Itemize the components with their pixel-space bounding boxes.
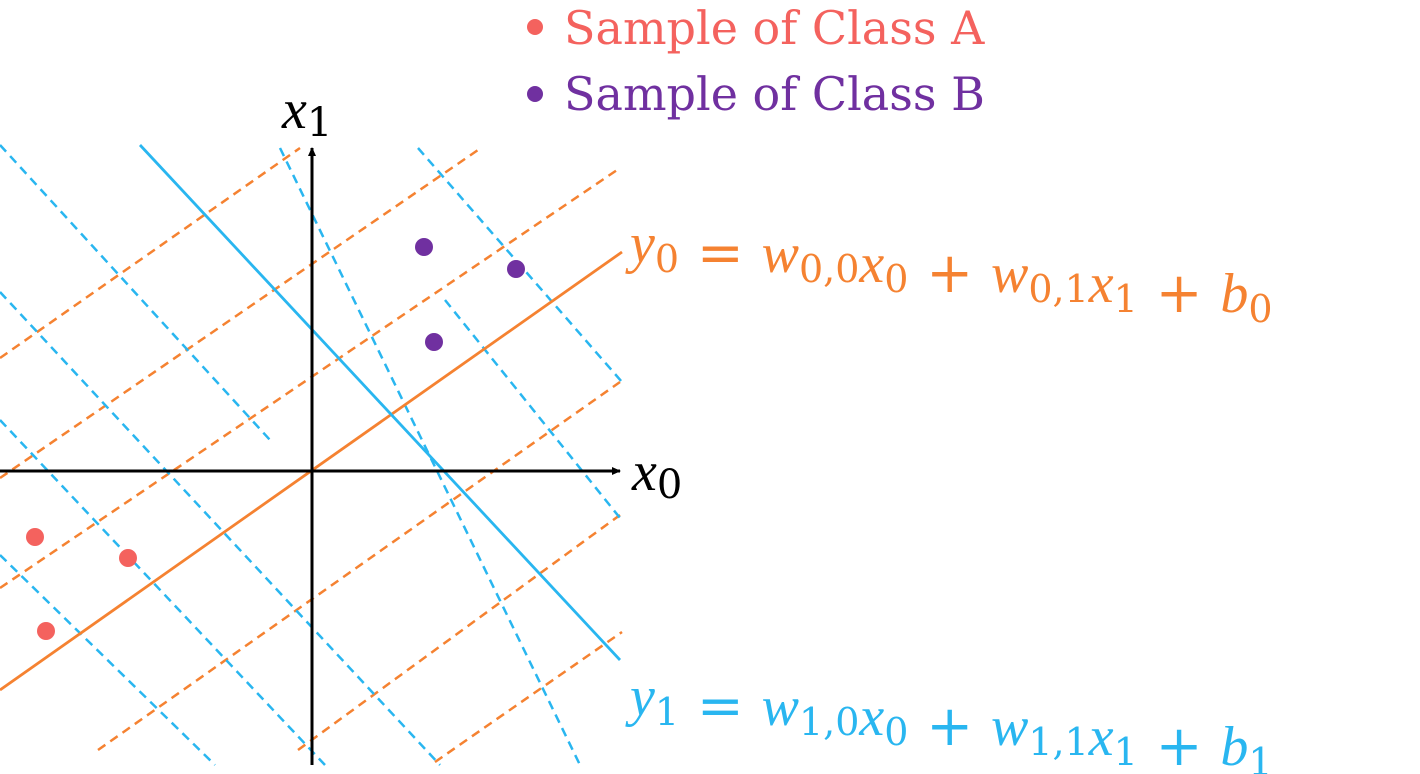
- orange-dashed-line: [0, 146, 301, 360]
- equation-term: x: [1088, 253, 1114, 315]
- equation-term: x: [1088, 706, 1114, 768]
- y1-decision-line: [138, 144, 622, 661]
- blue-dashed-line: [0, 419, 326, 766]
- class-b-point: [425, 333, 443, 351]
- equation-subscript: 0,0: [799, 247, 859, 291]
- equation-subscript: 1: [1114, 730, 1138, 774]
- equation-term: w: [762, 223, 799, 285]
- x1-axis-label: x1: [281, 79, 332, 146]
- equation-subscript: 0: [884, 257, 908, 301]
- class-a-point: [37, 622, 55, 640]
- class-a-point: [119, 549, 137, 567]
- orange-dashed-line: [0, 148, 479, 480]
- blue-dashed-line: [0, 291, 441, 766]
- equation-subscript: 0: [1248, 287, 1272, 331]
- equation-subscript: 1,1: [1028, 720, 1088, 764]
- equation-term: +: [908, 694, 991, 759]
- equation-subscript: 0: [884, 710, 908, 754]
- x0-axis-label: x0: [631, 441, 682, 508]
- blue-dashed-line: [0, 144, 271, 441]
- class-b-point: [507, 260, 525, 278]
- equation-term: x: [858, 233, 884, 295]
- class-b-samples: [415, 238, 525, 351]
- y0-equation: y0 = w0,0x0 + w0,1x1 + b0: [625, 213, 1273, 331]
- legend-class-b-marker: [527, 86, 543, 102]
- equation-term: =: [679, 674, 762, 739]
- orange-dashed-lines: [0, 146, 623, 764]
- orange-dashed-line: [434, 630, 623, 764]
- equation-subscript: 1: [1248, 740, 1272, 774]
- class-a-point: [26, 528, 44, 546]
- class-a-samples: [26, 528, 137, 640]
- blue-dashed-line: [444, 299, 621, 519]
- equation-subscript: 0: [655, 237, 679, 281]
- equation-term: w: [762, 676, 799, 738]
- legend-class-a-label: Sample of Class A: [564, 1, 985, 55]
- legend-class-b-label: Sample of Class B: [564, 67, 985, 121]
- equation-term: =: [679, 221, 762, 286]
- equation-term: w: [991, 243, 1028, 305]
- equation-subscript: 1: [1114, 277, 1138, 321]
- equation-subscript: 1,0: [799, 700, 859, 744]
- blue-dashed-line: [0, 554, 216, 766]
- blue-dashed-line: [278, 147, 582, 766]
- equation-term: y: [625, 213, 655, 275]
- equation-term: w: [991, 696, 1028, 758]
- legend: Sample of Class A Sample of Class B: [527, 1, 985, 121]
- orange-dashed-line: [0, 166, 621, 590]
- equation-term: b: [1220, 263, 1248, 325]
- legend-class-a-marker: [527, 19, 543, 35]
- orange-dashed-line: [97, 380, 621, 752]
- equation-term: +: [1138, 261, 1221, 326]
- equation-term: b: [1220, 716, 1248, 774]
- equation-term: +: [908, 241, 991, 306]
- equation-term: +: [1138, 714, 1221, 774]
- equation-subscript: 1: [655, 690, 679, 734]
- orange-dashed-line: [297, 513, 621, 752]
- equation-subscript: 0,1: [1028, 267, 1088, 311]
- equation-term: x: [858, 686, 884, 748]
- equation-term: y: [625, 666, 655, 728]
- y1-equation: y1 = w1,0x0 + w1,1x1 + b1: [625, 666, 1273, 774]
- class-b-point: [415, 238, 433, 256]
